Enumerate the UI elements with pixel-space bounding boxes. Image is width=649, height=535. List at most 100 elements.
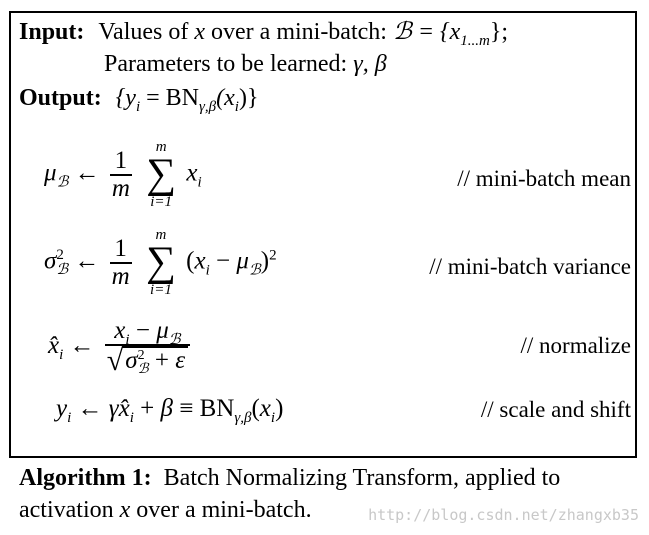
comment-variance: // mini-batch variance <box>429 254 631 279</box>
output-bn-sub: γ,β <box>198 99 217 115</box>
arrow-symbol: ← <box>69 331 95 359</box>
plus-symbol: + <box>140 395 155 422</box>
comment-normalize: // normalize <box>520 333 632 358</box>
equation-mean: μℬ ← 1 m m ∑ i=1 xi <box>44 140 202 210</box>
input-rest: over a mini-batch: <box>211 19 387 45</box>
mu-symbol: μ <box>44 159 57 187</box>
caption-text-2b: over a mini-batch. <box>136 497 312 523</box>
calb-sub: ℬ <box>56 174 69 191</box>
xhat-var: x̂ <box>118 395 130 422</box>
summation: m ∑ i=1 <box>146 140 176 210</box>
fraction: 1 m <box>109 146 132 203</box>
sum-lower: i=1 <box>150 193 173 210</box>
calb-sub: ℬ <box>168 332 181 348</box>
output-open: {y <box>115 85 136 111</box>
i-sub: i <box>197 174 202 191</box>
epsilon-symbol: ε <box>175 347 186 375</box>
equiv-symbol: ≡ <box>179 395 194 422</box>
arrow-symbol: ← <box>74 159 100 187</box>
minus-symbol: − <box>216 247 231 275</box>
comment-scale-shift: // scale and shift <box>480 397 631 422</box>
output-arg-sub: i <box>234 99 239 115</box>
square-sup: 2 <box>269 247 277 264</box>
i-sub: i <box>205 262 210 279</box>
paren-close: ) <box>275 395 284 422</box>
fraction-bar <box>104 344 191 347</box>
output-close: )} <box>238 85 259 111</box>
batch-sub: 1...m <box>460 33 490 49</box>
comment-mean: // mini-batch mean <box>457 166 631 191</box>
output-arg: (x <box>216 85 235 111</box>
input-var: x <box>194 19 206 45</box>
watermark: http://blog.csdn.net/zhangxb35 <box>368 506 639 524</box>
numerator: xi − μℬ <box>112 317 182 347</box>
sum-symbol: ∑ <box>146 151 177 197</box>
caption-text-2a: activation <box>19 497 114 523</box>
x-var: x <box>194 247 206 275</box>
caption-label: Algorithm 1: <box>19 465 152 491</box>
i-sub: i <box>270 410 276 426</box>
plus-symbol: + <box>154 347 169 375</box>
gamma-symbol: γ <box>108 395 119 422</box>
mu-symbol: μ <box>156 317 169 344</box>
denominator: m <box>111 174 130 202</box>
algorithm-box <box>9 11 637 458</box>
i-sub: i <box>129 410 134 426</box>
sigma-sup: 2 <box>56 246 64 263</box>
sigma-sup: 2 <box>137 347 145 363</box>
caption-var: x <box>119 497 131 523</box>
paren-open: ( <box>251 395 260 422</box>
caption-text-1: Batch Normalizing Transform, applied to <box>163 465 561 491</box>
caption-line-1: Algorithm 1: Batch Normalizing Transform… <box>19 465 560 492</box>
arrow-symbol: ← <box>74 247 100 275</box>
equation-scale-shift: yi ← γx̂i + β ≡ BNγ,β(xi) <box>56 395 284 426</box>
denominator: m <box>111 262 130 290</box>
batch-expr: ℬ = {x <box>392 19 461 45</box>
sigma-symbol: σ <box>44 247 57 275</box>
output-eq: = BN <box>140 85 199 111</box>
input-label: Input: <box>19 19 85 45</box>
x-var: x <box>186 159 198 187</box>
calb-sub: ℬ <box>248 262 261 279</box>
summation: m ∑ i=1 <box>146 228 176 298</box>
sum-upper: m <box>155 227 167 243</box>
numerator: 1 <box>114 234 127 262</box>
i-sub: i <box>125 332 130 348</box>
paren-close: ) <box>260 247 270 275</box>
fraction: 1 m <box>109 234 132 291</box>
sigma-symbol: σ <box>125 347 138 375</box>
sigma-sub: ℬ <box>56 261 69 278</box>
output-sub-i: i <box>135 99 141 115</box>
numerator: 1 <box>114 146 128 174</box>
beta-symbol: β <box>160 395 173 422</box>
arrow-symbol: ← <box>77 395 103 422</box>
sigma-sub: ℬ <box>137 361 149 377</box>
input-text: Values of <box>98 19 189 45</box>
radical-symbol: √ <box>106 344 124 378</box>
i-sub: i <box>67 410 72 426</box>
paren-open: ( <box>186 247 195 275</box>
input-line: Input: Values of x over a mini-batch: ℬ … <box>19 17 509 49</box>
i-sub: i <box>59 346 64 363</box>
parameters-text: Parameters to be learned: <box>104 51 348 77</box>
x-var: x <box>114 317 126 344</box>
bn-text: BN <box>199 395 235 422</box>
fraction-bar <box>109 173 132 176</box>
batch-end: }; <box>489 19 509 45</box>
caption-line-2: activation x over a mini-batch. <box>19 497 312 524</box>
mu-symbol: μ <box>236 247 249 275</box>
output-label: Output: <box>19 85 102 111</box>
sum-symbol: ∑ <box>145 239 176 285</box>
parameters-values: γ, β <box>353 51 387 77</box>
fraction-bar <box>109 261 132 264</box>
y-var: y <box>56 395 68 422</box>
sum-lower: i=1 <box>150 281 172 298</box>
xhat-var: x̂ <box>48 331 60 359</box>
